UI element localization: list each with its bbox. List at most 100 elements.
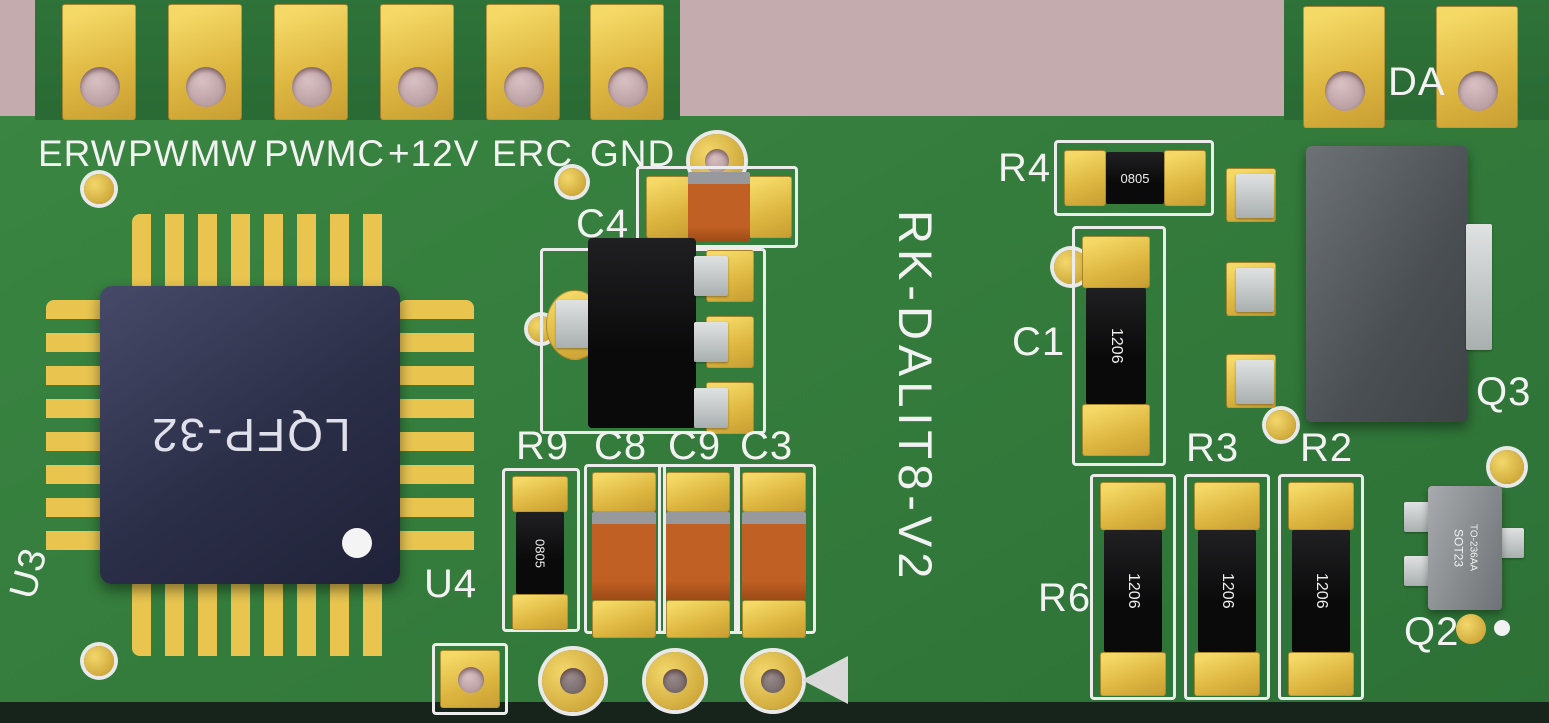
lead bbox=[1404, 502, 1430, 532]
resistor-body: 0805 bbox=[1106, 152, 1164, 204]
ic-pad-row-bottom bbox=[132, 578, 394, 656]
pad bbox=[592, 600, 656, 638]
refdes-r6: R6 bbox=[1038, 576, 1092, 620]
pad-hole bbox=[608, 67, 648, 107]
pad bbox=[742, 600, 806, 638]
connector-label-erc: ERC bbox=[492, 133, 574, 174]
refdes-r9: R9 bbox=[516, 424, 570, 468]
resistor-marking: 1206 bbox=[1313, 573, 1330, 609]
pad-hole bbox=[186, 67, 226, 107]
pad bbox=[1100, 652, 1166, 696]
refdes-c8: C8 bbox=[594, 424, 648, 468]
connector-pad bbox=[1436, 6, 1518, 128]
connector-label-12v: +12V bbox=[388, 133, 480, 174]
refdes-c1: C1 bbox=[1012, 320, 1066, 364]
pad bbox=[1194, 652, 1260, 696]
pin1-marker bbox=[342, 528, 372, 558]
refdes-r2: R2 bbox=[1300, 426, 1354, 470]
ic-package-marking: LQFP-32 bbox=[149, 409, 351, 461]
mount-pad bbox=[646, 652, 704, 710]
refdes-u4: U4 bbox=[424, 562, 478, 606]
board-title: RK-DALIT8-V2 bbox=[889, 210, 942, 584]
pad-hole bbox=[705, 149, 729, 173]
resistor-body: 1206 bbox=[1104, 530, 1162, 652]
board-tab-left bbox=[35, 0, 680, 120]
pad bbox=[1164, 150, 1206, 206]
component-r4-outline bbox=[1054, 140, 1214, 216]
pad bbox=[1082, 404, 1150, 456]
transistor-marking-line2: TO-236AA bbox=[1467, 524, 1479, 572]
connector-label-erw: ERW bbox=[38, 133, 127, 174]
pad bbox=[666, 472, 730, 512]
connector-pad bbox=[590, 4, 664, 120]
pad-hole bbox=[504, 67, 544, 107]
via bbox=[84, 646, 114, 676]
pad bbox=[512, 476, 568, 512]
transistor-q3-tab bbox=[1466, 224, 1492, 350]
pad-hole bbox=[80, 67, 120, 107]
pad bbox=[666, 600, 730, 638]
regulator-body bbox=[588, 238, 696, 428]
ic-pad-row-top bbox=[132, 214, 394, 292]
transistor-q3-body bbox=[1306, 146, 1468, 422]
lead bbox=[1236, 268, 1274, 312]
pad bbox=[1082, 236, 1150, 288]
component-c4-outline bbox=[636, 166, 798, 248]
board-bottom-shadow bbox=[0, 702, 1549, 723]
pad bbox=[1194, 482, 1260, 530]
pad-hole bbox=[398, 67, 438, 107]
pad bbox=[1288, 482, 1354, 530]
arrow-marker-icon bbox=[802, 656, 848, 704]
lead bbox=[694, 322, 728, 362]
resistor-marking: 0805 bbox=[1120, 170, 1150, 186]
refdes-q3: Q3 bbox=[1476, 370, 1532, 414]
connector-label-da: DA bbox=[1388, 60, 1446, 104]
refdes-c3: C3 bbox=[740, 424, 794, 468]
via bbox=[558, 168, 586, 196]
lead bbox=[1498, 528, 1524, 558]
connector-pad bbox=[168, 4, 242, 120]
pad bbox=[1064, 150, 1106, 206]
pad bbox=[512, 594, 568, 630]
lead bbox=[1236, 360, 1274, 404]
connector-pad bbox=[486, 4, 560, 120]
transistor-q2-body: SOT23 TO-236AA bbox=[1428, 486, 1502, 610]
mount-pad bbox=[542, 650, 604, 712]
silk-dot bbox=[1494, 620, 1510, 636]
pad bbox=[1288, 652, 1354, 696]
via bbox=[1266, 410, 1296, 440]
pad-hole bbox=[761, 669, 785, 693]
via bbox=[1456, 614, 1486, 644]
refdes-q2: Q2 bbox=[1404, 610, 1460, 654]
connector-pad bbox=[380, 4, 454, 120]
pad-hole bbox=[560, 668, 586, 694]
resistor-marking: 0805 bbox=[532, 538, 548, 568]
component-r2-outline bbox=[1278, 474, 1364, 700]
pad-hole bbox=[1458, 71, 1498, 111]
lead bbox=[694, 256, 728, 296]
capacitor-body: 1206 bbox=[1086, 288, 1146, 404]
ic-pad-col-right bbox=[398, 300, 474, 564]
pad bbox=[592, 472, 656, 512]
refdes-r3: R3 bbox=[1186, 426, 1240, 470]
connector-label-pwmw: PWMW bbox=[128, 133, 258, 174]
lead bbox=[1236, 174, 1274, 218]
capacitor-marking: 1206 bbox=[1108, 328, 1125, 364]
mount-pad bbox=[744, 652, 802, 710]
lead bbox=[1404, 556, 1430, 586]
lead bbox=[694, 388, 728, 428]
connector-pad bbox=[274, 4, 348, 120]
component-r3-outline bbox=[1184, 474, 1270, 700]
resistor-body: 1206 bbox=[1292, 530, 1350, 652]
via bbox=[84, 174, 114, 204]
pad bbox=[748, 176, 792, 238]
component-r9-outline bbox=[502, 468, 580, 632]
connector-label-pwmc: PWMC bbox=[264, 133, 386, 174]
resistor-body: 1206 bbox=[1198, 530, 1256, 652]
resistor-marking: 1206 bbox=[1219, 573, 1236, 609]
connector-pad bbox=[62, 4, 136, 120]
resistor-body: 0805 bbox=[516, 512, 564, 594]
capacitor-body bbox=[688, 172, 750, 242]
refdes-r4: R4 bbox=[998, 146, 1052, 190]
